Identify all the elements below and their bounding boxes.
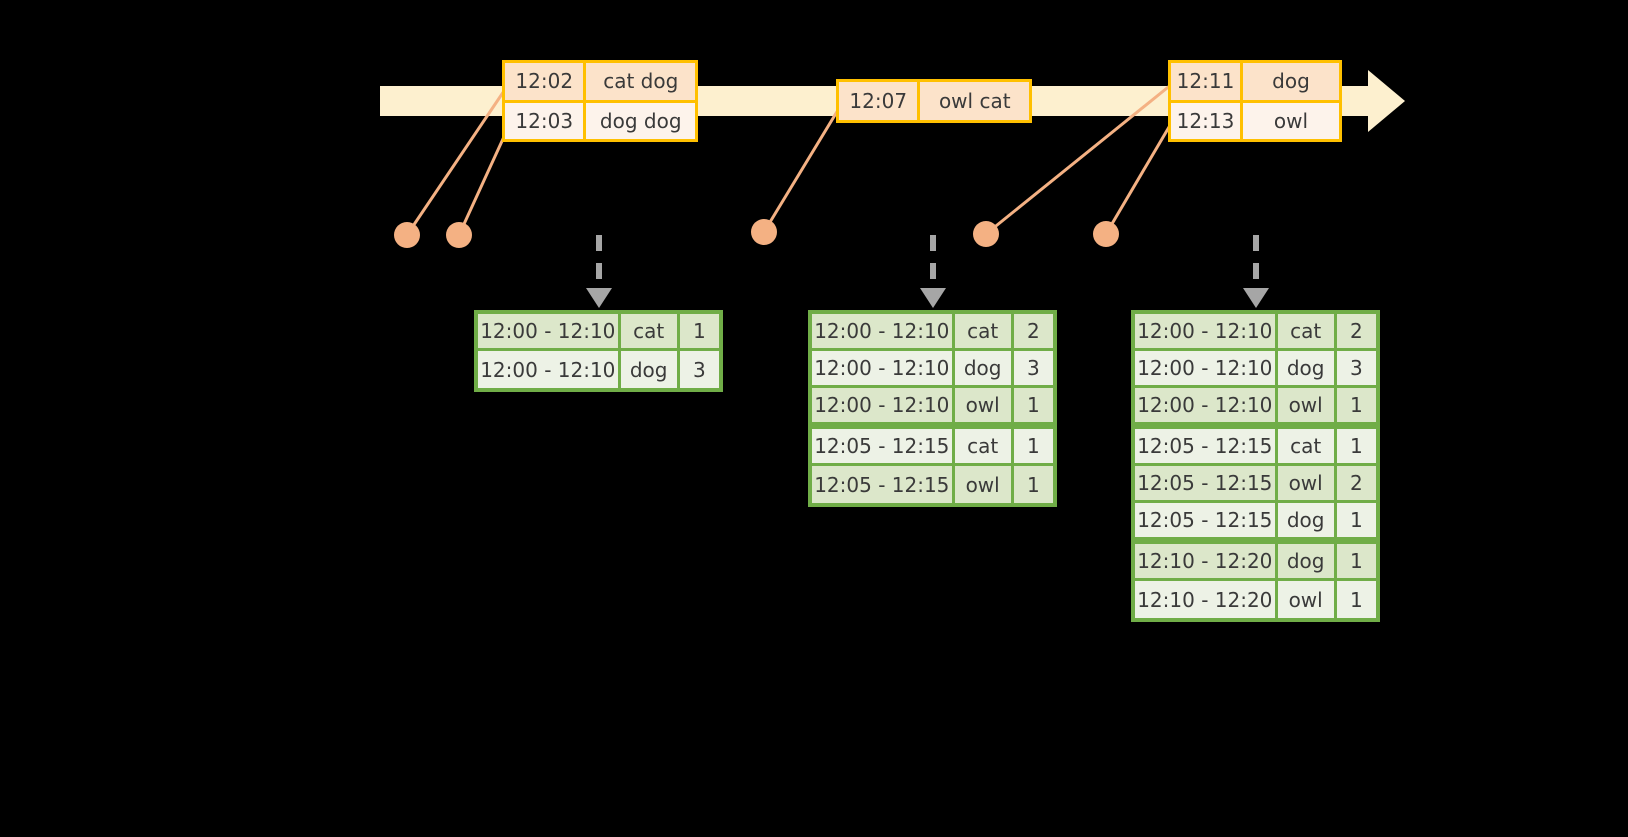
cell-key: dog xyxy=(1277,503,1337,540)
cell-window: 12:05 - 12:15 xyxy=(1135,466,1278,503)
cell-count: 1 xyxy=(1336,503,1376,540)
event-time: 12:03 xyxy=(505,102,587,139)
cell-count: 3 xyxy=(1013,351,1053,388)
cell-window: 12:10 - 12:20 xyxy=(1135,544,1278,581)
cell-count: 1 xyxy=(1336,388,1376,425)
cell-count: 1 xyxy=(1013,388,1053,425)
cell-key: owl xyxy=(1277,466,1337,503)
cell-count: 3 xyxy=(1336,351,1376,388)
cell-count: 2 xyxy=(1336,314,1376,351)
cell-key: cat xyxy=(620,314,680,351)
event-value: owl xyxy=(1243,102,1339,139)
event-value: owl cat xyxy=(920,82,1029,120)
cell-window: 12:00 - 12:10 xyxy=(1135,388,1278,425)
cell-key: dog xyxy=(1277,544,1337,581)
cell-key: dog xyxy=(620,351,680,388)
cell-count: 1 xyxy=(1013,429,1053,466)
dashed-arrow-3-head-icon xyxy=(1243,288,1269,308)
cell-count: 1 xyxy=(679,314,719,351)
event-value: dog xyxy=(1243,63,1339,100)
cell-key: dog xyxy=(954,351,1014,388)
event-time: 12:02 xyxy=(505,63,587,100)
timeline-arrowhead-icon xyxy=(1368,70,1405,132)
dashed-arrow-1-head-icon xyxy=(586,288,612,308)
connector-12-03-line xyxy=(457,127,510,236)
cell-window: 12:00 - 12:10 xyxy=(1135,351,1278,388)
cell-key: cat xyxy=(1277,429,1337,466)
cell-key: owl xyxy=(1277,581,1337,618)
timeline-event-row: 12:03 dog dog xyxy=(505,99,695,139)
cell-key: owl xyxy=(1277,388,1337,425)
event-time: 12:07 xyxy=(839,82,921,120)
cell-key: dog xyxy=(1277,351,1337,388)
timeline-event-row: 12:11 dog xyxy=(1171,63,1339,100)
cell-window: 12:05 - 12:15 xyxy=(812,429,955,466)
cell-window: 12:00 - 12:10 xyxy=(1135,314,1278,351)
timeline-event-row: 12:02 cat dog xyxy=(505,63,695,100)
connector-12-11-dot xyxy=(973,221,999,247)
connector-12-02-dot xyxy=(394,222,420,248)
cell-window: 12:05 - 12:15 xyxy=(1135,429,1278,466)
cell-window: 12:00 - 12:10 xyxy=(812,314,955,351)
dashed-arrow-2-head-icon xyxy=(920,288,946,308)
cell-window: 12:05 - 12:15 xyxy=(812,466,955,503)
timeline-event-row: 12:07 owl cat xyxy=(839,82,1029,120)
connector-12-03-dot xyxy=(446,222,472,248)
cell-key: cat xyxy=(954,314,1014,351)
connector-12-13-dot xyxy=(1093,221,1119,247)
cell-window: 12:00 - 12:10 xyxy=(478,351,621,388)
cell-count: 1 xyxy=(1013,466,1053,503)
event-value: dog dog xyxy=(586,102,695,139)
cell-window: 12:05 - 12:15 xyxy=(1135,503,1278,540)
cell-count: 2 xyxy=(1013,314,1053,351)
cell-window: 12:00 - 12:10 xyxy=(812,351,955,388)
connector-12-07-line xyxy=(762,109,840,233)
event-time: 12:11 xyxy=(1171,63,1243,100)
cell-window: 12:10 - 12:20 xyxy=(1135,581,1278,618)
cell-key: owl xyxy=(954,388,1014,425)
timeline-event-row: 12:13 owl xyxy=(1171,99,1339,139)
cell-key: cat xyxy=(1277,314,1337,351)
timeline-event-box-3[interactable]: 12:11 dog 12:13 owl xyxy=(1168,60,1342,142)
cell-key: cat xyxy=(954,429,1014,466)
event-value: cat dog xyxy=(586,63,695,100)
cell-count: 2 xyxy=(1336,466,1376,503)
connector-12-13-line xyxy=(1104,121,1174,235)
connector-12-07-dot xyxy=(751,219,777,245)
cell-count: 3 xyxy=(679,351,719,388)
cell-count: 1 xyxy=(1336,429,1376,466)
cell-window: 12:00 - 12:10 xyxy=(478,314,621,351)
cell-key: owl xyxy=(954,466,1014,503)
event-time: 12:13 xyxy=(1171,102,1243,139)
timeline-event-box-1[interactable]: 12:02 cat dog 12:03 dog dog xyxy=(502,60,698,142)
timeline-event-box-2[interactable]: 12:07 owl cat xyxy=(836,79,1032,123)
cell-count: 1 xyxy=(1336,544,1376,581)
cell-count: 1 xyxy=(1336,581,1376,618)
cell-window: 12:00 - 12:10 xyxy=(812,388,955,425)
